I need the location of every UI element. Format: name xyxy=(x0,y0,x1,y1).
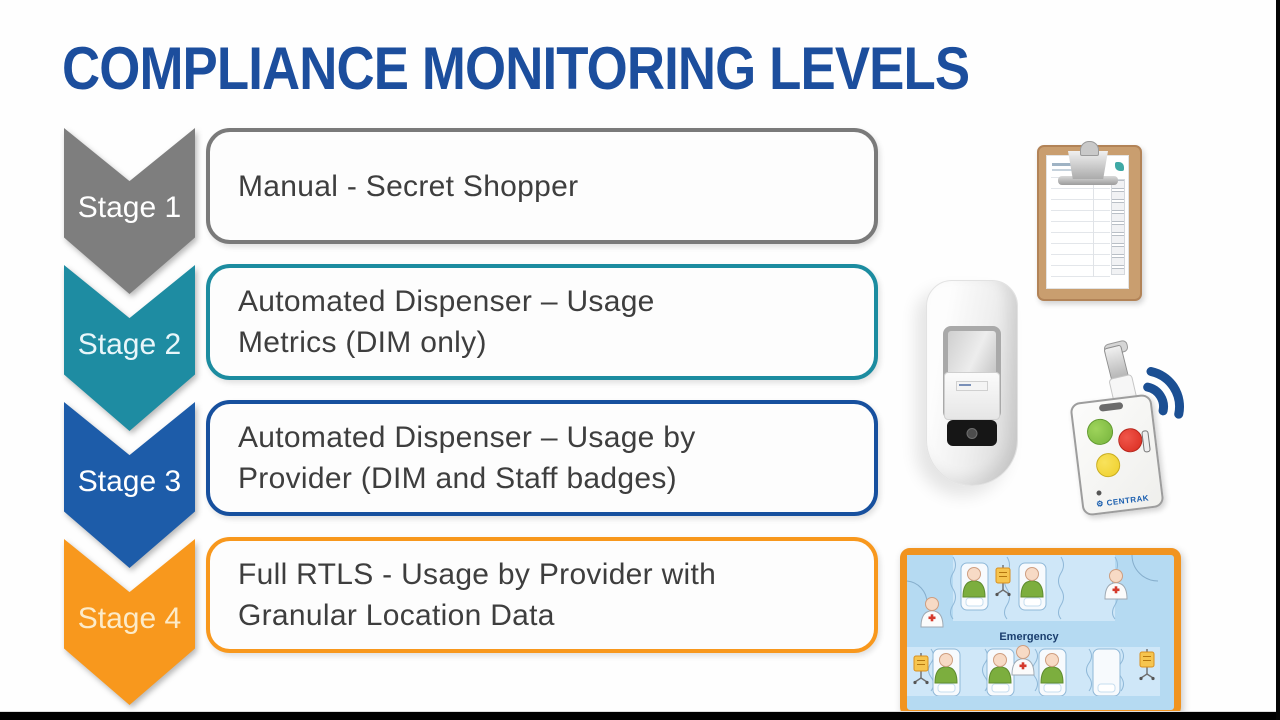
rtls-floor-map-image: Emergency xyxy=(900,548,1181,717)
form-table-divider xyxy=(1093,177,1094,277)
stage-4-label: Stage 4 xyxy=(77,602,182,635)
stage-2-description-line2: Metrics (DIM only) xyxy=(238,326,487,359)
form-checkbox-column xyxy=(1111,179,1125,275)
empty-bed xyxy=(1092,648,1121,696)
form-subheader-line xyxy=(1052,169,1082,171)
dispenser-base xyxy=(947,420,997,446)
stage-2-description-line1: Automated Dispenser – Usage xyxy=(238,285,655,318)
badge-top-slot xyxy=(1098,401,1124,412)
stage-4-description-line2: Granular Location Data xyxy=(238,599,555,632)
wifi-arc-inner xyxy=(1143,382,1168,416)
stage-2-chevron: Stage 2 xyxy=(64,265,195,431)
stage-4-box: Full RTLS - Usage by Provider with Granu… xyxy=(206,537,878,653)
door-arc-top-right xyxy=(1131,555,1159,582)
dispenser-label xyxy=(956,381,988,391)
badge-red-button xyxy=(1116,426,1144,454)
wireless-signal-icon xyxy=(1143,366,1184,419)
floor-map-canvas: Emergency xyxy=(907,555,1160,696)
badge-brand-label: ⚙ CENTRAK xyxy=(1095,493,1150,509)
clipboard-image xyxy=(1037,123,1142,301)
form-logo-icon xyxy=(1115,162,1124,171)
clipboard-clip-knob xyxy=(1080,141,1099,156)
clipboard-clip-hinge xyxy=(1058,176,1118,185)
badge-led-dot xyxy=(1096,490,1102,496)
badge-yellow-button xyxy=(1094,451,1122,479)
stage-2-label: Stage 2 xyxy=(77,328,182,361)
stage-3-description-line2: Provider (DIM and Staff badges) xyxy=(238,462,677,495)
gear-icon: ⚙ xyxy=(1095,498,1105,509)
dispenser-lock-dot xyxy=(966,428,978,439)
wifi-arc-outer xyxy=(1146,366,1184,419)
stage-3-chevron: Stage 3 xyxy=(64,402,195,568)
stage-3-description-line1: Automated Dispenser – Usage by xyxy=(238,421,696,454)
stage-1-chevron: Stage 1 xyxy=(64,128,195,294)
stage-1-box: Manual - Secret Shopper xyxy=(206,128,878,244)
stage-2-box: Automated Dispenser – Usage Metrics (DIM… xyxy=(206,264,878,380)
dispenser-image xyxy=(926,280,1018,486)
dispenser-push-plate xyxy=(944,372,1000,420)
stage-1-label: Stage 1 xyxy=(77,191,182,224)
form-table-rows xyxy=(1051,177,1110,277)
letterbox-bottom xyxy=(0,711,1280,720)
badge-green-button xyxy=(1085,417,1115,447)
letterbox-right xyxy=(1276,0,1280,720)
stage-4-chevron: Stage 4 xyxy=(64,539,195,705)
badge-side-slot xyxy=(1141,430,1151,453)
map-area-label: Emergency xyxy=(999,631,1059,643)
stage-3-label: Stage 3 xyxy=(77,465,182,498)
stage-1-description-line1: Manual - Secret Shopper xyxy=(238,169,579,203)
page-title: COMPLIANCE MONITORING LEVELS xyxy=(62,35,970,102)
stage-3-box: Automated Dispenser – Usage by Provider … xyxy=(206,400,878,516)
stage-4-description-line1: Full RTLS - Usage by Provider with xyxy=(238,558,717,591)
